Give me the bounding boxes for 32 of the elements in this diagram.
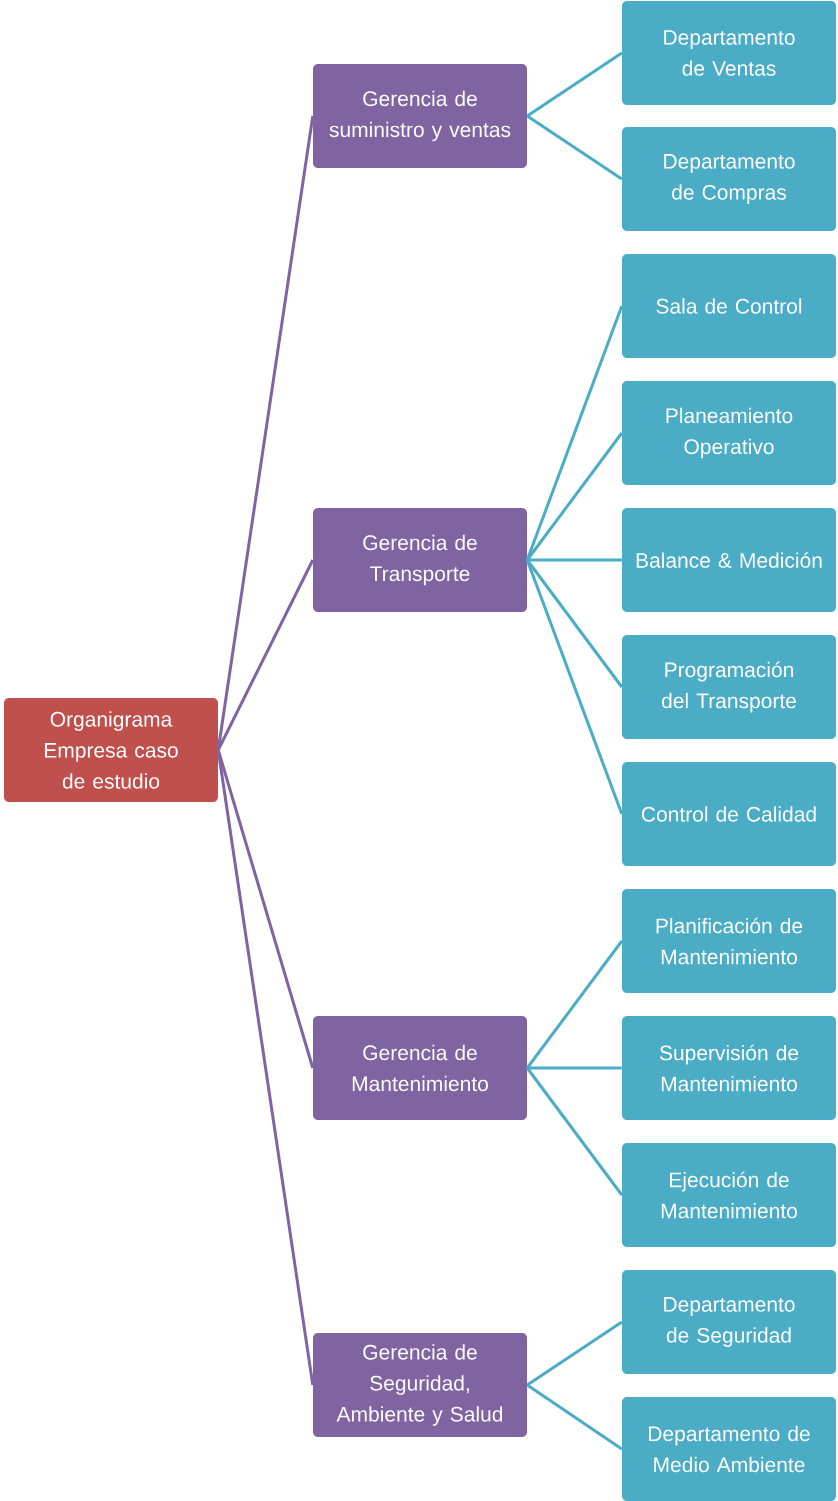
manager-box: Gerencia de Mantenimiento: [313, 1016, 527, 1120]
department-box: Departamento de Seguridad: [622, 1270, 836, 1374]
department-box: Ejecución de Mantenimiento: [622, 1143, 836, 1247]
connector-line: [526, 1320, 623, 1387]
department-box: Balance & Medición: [622, 508, 836, 612]
connector-line: [526, 51, 623, 118]
connector-line: [216, 115, 315, 751]
department-box: Departamento de Compras: [622, 127, 836, 231]
connector-line: [527, 1066, 622, 1070]
department-box: Sala de Control: [622, 254, 836, 358]
department-box: Planeamiento Operativo: [622, 381, 836, 485]
manager-box: Gerencia de suministro y ventas: [313, 64, 527, 168]
connector-line: [216, 559, 315, 751]
connector-line: [216, 749, 315, 1386]
manager-box: Gerencia de Seguridad, Ambiente y Salud: [313, 1333, 527, 1437]
connector-line: [526, 114, 623, 181]
connector-line: [525, 305, 624, 561]
manager-box: Gerencia de Transporte: [313, 508, 527, 612]
connector-line: [526, 432, 623, 561]
connector-line: [526, 1383, 623, 1451]
department-box: Programación del Transporte: [622, 635, 836, 739]
department-box: Departamento de Ventas: [622, 1, 836, 105]
connector-line: [526, 1067, 623, 1196]
connector-line: [526, 940, 623, 1069]
department-box: Control de Calidad: [622, 762, 836, 866]
connector-line: [526, 559, 623, 688]
department-box: Planificación de Mantenimiento: [622, 889, 836, 993]
connector-line: [525, 559, 624, 815]
connector-line: [527, 558, 622, 562]
department-box: Supervisión de Mantenimiento: [622, 1016, 836, 1120]
root-box: Organigrama Empresa caso de estudio: [4, 698, 218, 802]
department-box: Departamento de Medio Ambiente: [622, 1397, 836, 1501]
